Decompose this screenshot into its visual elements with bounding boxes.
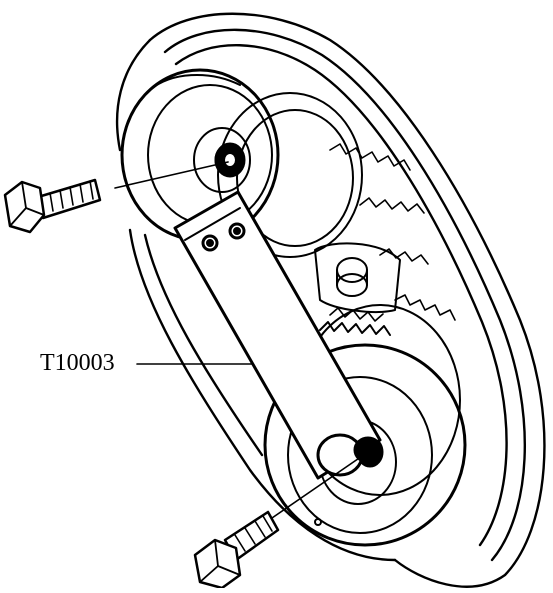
lower-bolt-leader-line — [272, 452, 368, 518]
tool-callout-label: T10003 — [40, 350, 115, 376]
tool-t10003-bar — [175, 144, 381, 478]
spacer-bushing — [315, 243, 400, 312]
belt-teeth — [330, 144, 455, 321]
leader-lines — [115, 162, 368, 518]
upper-sprocket — [218, 93, 362, 257]
lower-bolt — [195, 512, 278, 588]
upper-bolt-leader-line — [115, 162, 228, 188]
upper-bolt — [5, 180, 100, 232]
timing-belt — [117, 14, 544, 587]
